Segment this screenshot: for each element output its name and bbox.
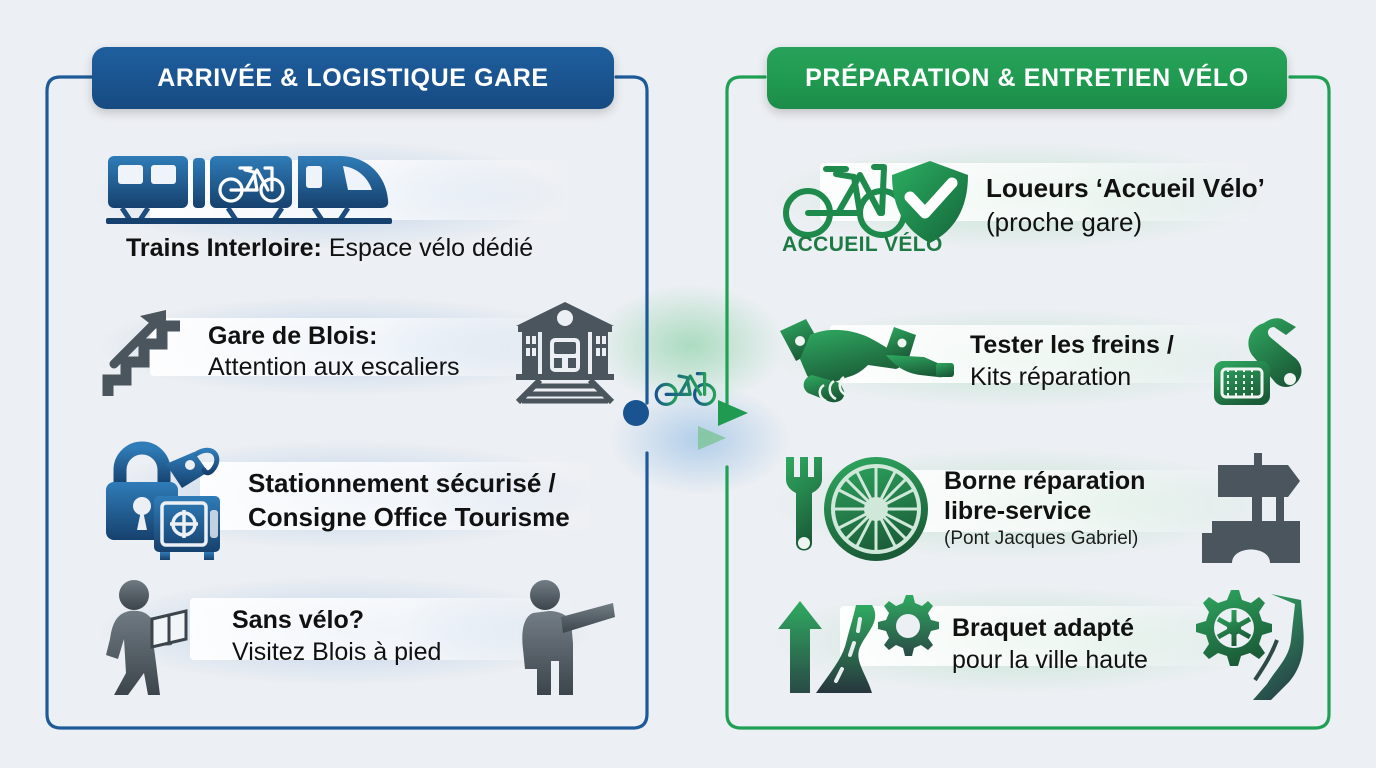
stairs-up-arrow-icon — [102, 310, 180, 396]
accueil-velo-label: ACCUEIL VÉLO — [782, 233, 943, 256]
right-item-2-text: Tester les freins / Kits réparation — [970, 331, 1206, 392]
right-item-3-line1: Borne réparation — [944, 467, 1146, 496]
shield-check-icon — [892, 161, 968, 243]
connector-group — [623, 372, 748, 450]
right-item-2-bold: Tester les freins / — [970, 330, 1174, 359]
right-item-1: Loueurs ‘Accueil Vélo’ (proche gare) — [782, 150, 1302, 260]
right-item-1-regular: (proche gare) — [986, 206, 1143, 237]
left-item-4-text: Sans vélo? Visitez Blois à pied — [232, 606, 515, 667]
bicycle-icon — [783, 164, 907, 238]
padlock-and-safe-icon — [106, 441, 220, 560]
bridge-signpost-icon — [1202, 453, 1300, 563]
left-item-2-bold: Gare de Blois: — [208, 322, 378, 350]
left-item-4-regular: Visitez Blois à pied — [232, 637, 442, 666]
person-pointing-icon — [522, 580, 615, 695]
train-with-bike-carriage-icon — [106, 156, 392, 224]
right-item-4: Braquet adapté pour la ville haute — [776, 588, 1306, 700]
left-panel-header: ARRIVÉE & LOGISTIQUE GARE — [92, 47, 614, 109]
left-item-3: Stationnement sécurisé / Consigne Office… — [100, 440, 620, 560]
right-item-4-text: Braquet adapté pour la ville haute — [952, 614, 1191, 675]
right-item-3-line2: libre-service — [944, 497, 1092, 526]
right-item-1-text: Loueurs ‘Accueil Vélo’ (proche gare) — [986, 173, 1265, 236]
wrench-and-wheel-icon — [786, 457, 928, 561]
walking-tourist-with-map-icon — [106, 580, 188, 695]
left-item-1-bold: Trains Interloire: — [126, 234, 322, 262]
uphill-road-gear-icon — [778, 595, 939, 693]
wrench-and-repair-kit-icon — [1214, 318, 1302, 405]
right-item-3-note: (Pont Jacques Gabriel) — [944, 528, 1139, 550]
connector-start-dot — [623, 400, 649, 426]
handshake-icon — [780, 319, 954, 403]
arrow-right-faded — [698, 426, 726, 450]
left-item-1-regular: Espace vélo dédié — [328, 234, 534, 262]
left-item-2: Gare de Blois: Attention aux escaliers — [100, 300, 620, 404]
left-item-3-line2: Consigne Office Tourisme — [248, 501, 570, 532]
bicycle-transition-icon — [654, 372, 717, 407]
right-item-3: Borne réparation libre-service (Pont Jac… — [776, 450, 1306, 568]
right-panel-header-label: PRÉPARATION & ENTRETIEN VÉLO — [805, 63, 1249, 92]
left-item-3-text: Stationnement sécurisé / Consigne Office… — [248, 468, 570, 531]
arrow-right-solid — [718, 400, 748, 426]
left-item-3-line1: Stationnement sécurisé / — [248, 468, 556, 499]
right-item-3-text: Borne réparation libre-service (Pont Jac… — [944, 467, 1196, 550]
left-item-1-text: Trains Interloire: Espace vélo dédié — [126, 234, 533, 263]
left-item-2-regular: Attention aux escaliers — [208, 353, 460, 381]
left-item-1: Trains Interloire: Espace vélo dédié — [100, 148, 620, 268]
train-station-building-icon — [515, 302, 615, 404]
left-item-2-text: Gare de Blois: Attention aux escaliers — [208, 322, 510, 382]
right-item-4-regular: pour la ville haute — [952, 645, 1148, 674]
right-item-2-regular: Kits réparation — [970, 362, 1132, 391]
right-item-2: Tester les freins / Kits réparation — [776, 310, 1306, 412]
left-item-4: Sans vélo? Visitez Blois à pied — [100, 576, 620, 696]
right-panel-header: PRÉPARATION & ENTRETIEN VÉLO — [767, 47, 1287, 109]
chainring-cyclist-leg-icon — [1196, 590, 1304, 700]
right-item-4-bold: Braquet adapté — [952, 613, 1134, 642]
right-item-1-bold: Loueurs ‘Accueil Vélo’ — [986, 173, 1265, 204]
left-item-4-bold: Sans vélo? — [232, 605, 364, 634]
left-panel-header-label: ARRIVÉE & LOGISTIQUE GARE — [157, 63, 549, 92]
